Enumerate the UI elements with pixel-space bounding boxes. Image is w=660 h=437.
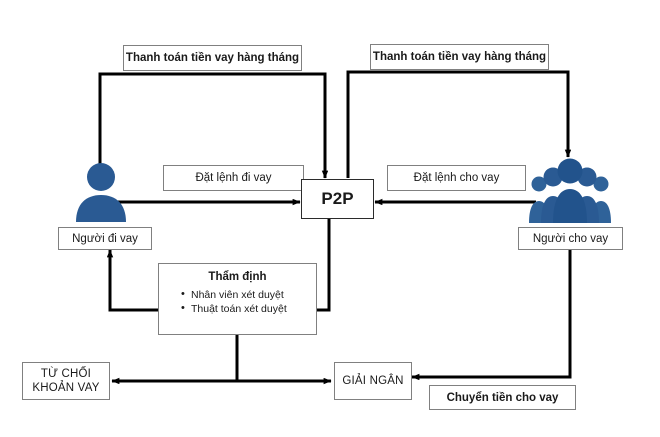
node-assessment-bullet-1: Thuật toán xét duyệt [181,302,306,317]
edge-p2p-to-lender-repayment [346,70,572,178]
edge-assessment-to-borrower [106,249,158,312]
node-borrower-label: Người đi vay [58,227,152,250]
node-reject-loan[interactable]: TỪ CHỐI KHOẢN VAY [22,362,110,400]
node-lender-label: Người cho vay [518,227,623,250]
label-lend-order: Đặt lệnh cho vay [387,165,526,191]
single-person-icon [76,163,126,222]
node-assessment[interactable]: Thẩm định Nhân viên xét duyệt Thuật toán… [158,263,317,335]
label-monthly-repayment-left-text: Thanh toán tiền vay hàng tháng [125,52,300,64]
label-monthly-repayment-left: Thanh toán tiền vay hàng tháng [123,45,302,71]
edge-p2p-to-assessment [317,218,331,312]
node-p2p[interactable]: P2P [301,179,374,219]
label-borrow-order-text: Đặt lệnh đi vay [195,172,272,184]
label-transfer-money: Chuyển tiền cho vay [429,385,576,410]
node-assessment-bullet-0: Nhân viên xét duyệt [181,288,306,303]
node-lender-label-text: Người cho vay [532,232,609,245]
label-borrow-order: Đặt lệnh đi vay [163,165,304,191]
label-lend-order-text: Đặt lệnh cho vay [413,172,500,184]
label-monthly-repayment-right-text: Thanh toán tiền vay hàng tháng [372,51,547,63]
lender-avatar [528,155,612,223]
node-reject-loan-line2: KHOẢN VAY [32,382,100,394]
node-reject-loan-line1: TỪ CHỐI [40,368,92,380]
node-disbursement-label: GIẢI NGÂN [342,375,404,387]
edge-lender-to-disburse [411,250,572,381]
people-group-icon [529,158,611,223]
label-transfer-money-text: Chuyển tiền cho vay [446,391,559,404]
node-borrower-label-text: Người đi vay [72,232,138,245]
borrower-avatar [72,160,130,222]
edge-borrower-to-p2p-repayment [98,72,329,179]
label-monthly-repayment-right: Thanh toán tiền vay hàng tháng [370,44,549,70]
node-p2p-label: P2P [321,189,354,208]
node-assessment-bullets: Nhân viên xét duyệt Thuật toán xét duyệt [169,288,306,317]
node-assessment-title: Thẩm định [208,271,267,283]
node-disbursement[interactable]: GIẢI NGÂN [334,362,412,400]
